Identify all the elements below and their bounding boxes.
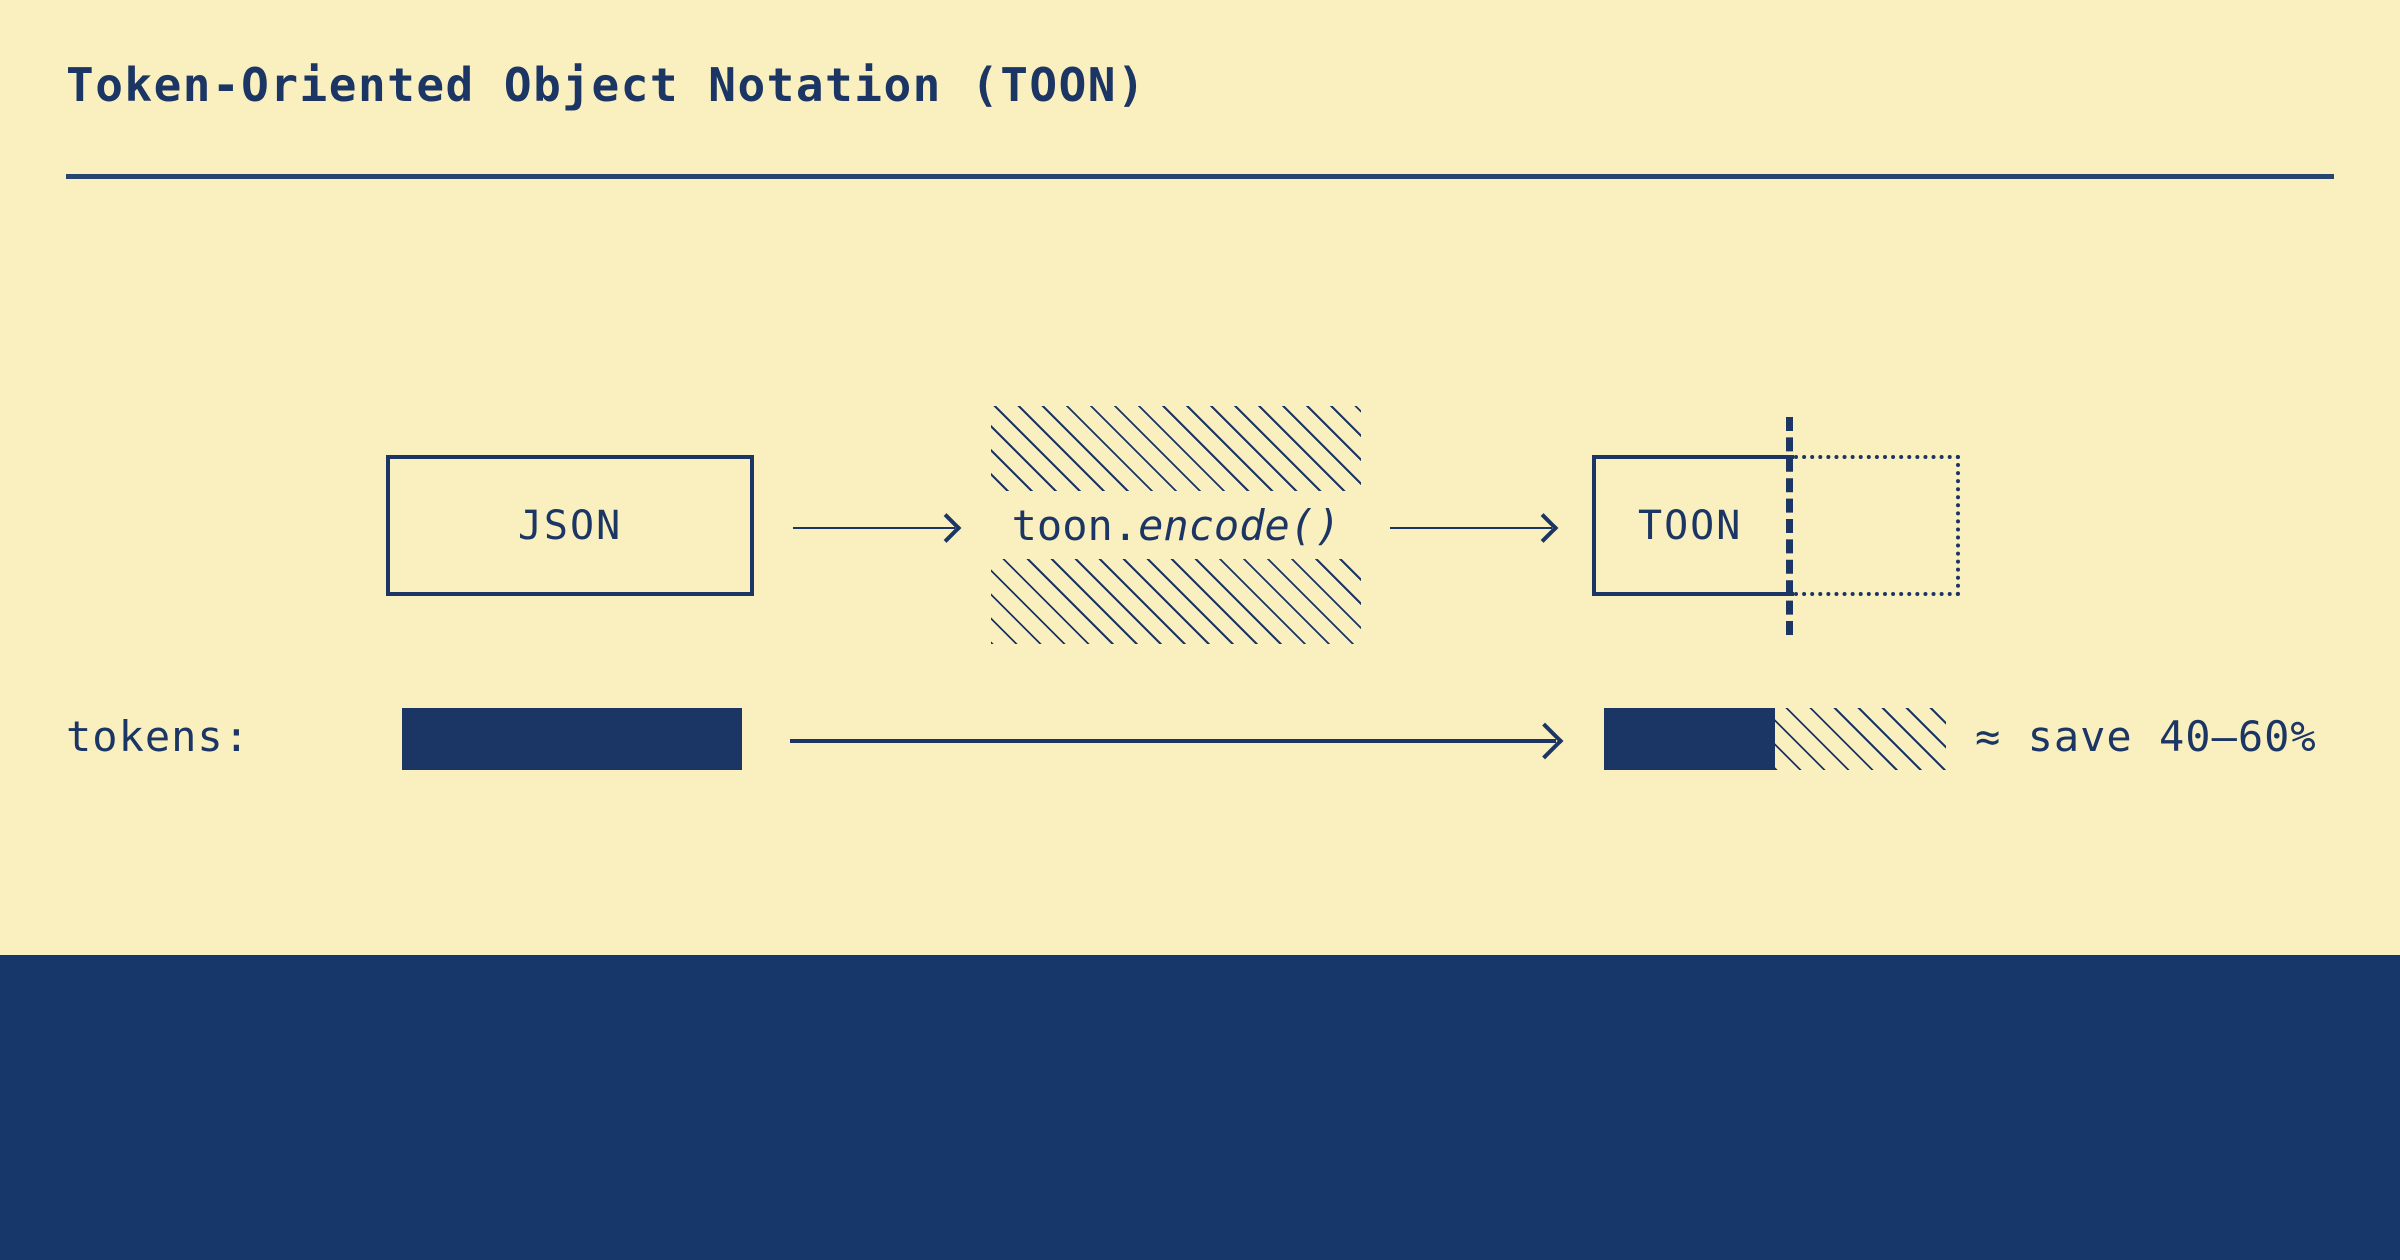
tokens-bar-json bbox=[402, 708, 742, 770]
header-divider bbox=[66, 174, 2334, 179]
json-node-label: JSON bbox=[517, 502, 623, 549]
tokens-row-label: tokens: bbox=[66, 712, 251, 761]
encode-prefix: toon. bbox=[1011, 500, 1139, 550]
tokens-bar-toon bbox=[1604, 708, 1775, 770]
encode-call: encode() bbox=[1138, 500, 1341, 550]
toon-node-divider bbox=[1786, 417, 1793, 635]
page-title: Token-Oriented Object Notation (TOON) bbox=[66, 58, 1147, 112]
tokens-bar-savings bbox=[1775, 708, 1946, 770]
arrow-encode-to-toon bbox=[1390, 527, 1552, 529]
sample-panel: sample:JSON→{ "tags": ["jazz", "chill", … bbox=[0, 955, 2400, 1260]
toon-node-label: TOON bbox=[1638, 502, 1743, 549]
toon-node-savings-ghost bbox=[1794, 455, 1960, 596]
tokens-savings-note: ≈ save 40–60% bbox=[1975, 712, 2317, 761]
encode-node: toon.encode() bbox=[986, 406, 1366, 644]
encode-node-label: toon.encode() bbox=[986, 491, 1366, 559]
arrow-json-to-encode bbox=[793, 527, 955, 529]
arrow-tokens-comparison bbox=[790, 739, 1556, 743]
json-node: JSON bbox=[386, 455, 754, 596]
toon-node: TOON bbox=[1592, 455, 1794, 596]
